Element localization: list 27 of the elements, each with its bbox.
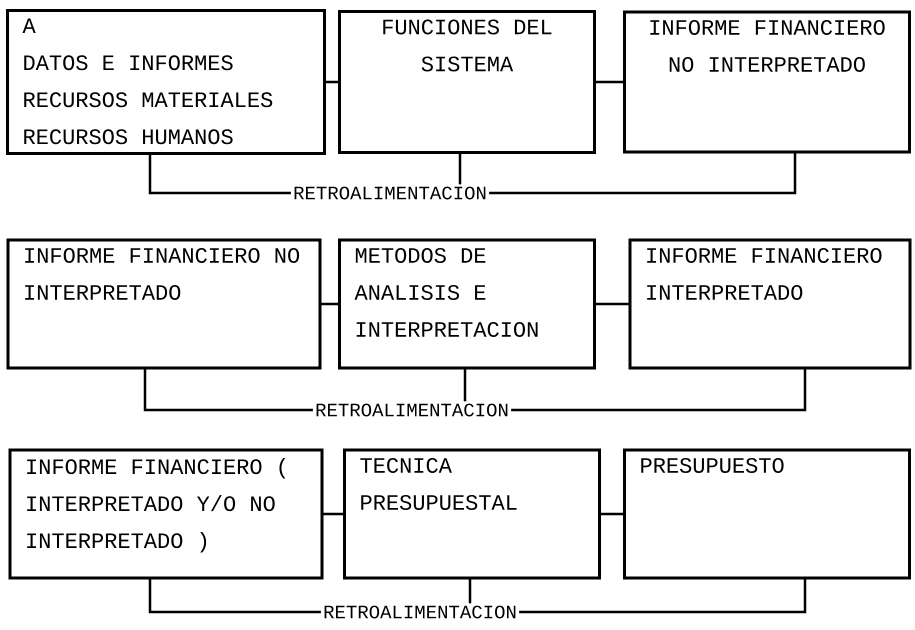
feedback-line [464, 370, 466, 402]
feedback-line [458, 154, 462, 184]
feedback-line [468, 580, 472, 604]
feedback-line [519, 580, 806, 614]
process-box: INFORME FINANCIERO ( INTERPRETADO Y/O NO INTERPRETADO ) [8, 448, 324, 580]
connector-line [596, 80, 623, 84]
feedback-line [144, 370, 313, 412]
process-box: A DATOS E INFORMES RECURSOS MATERIALES RECURSOS HUMANOS [6, 9, 326, 155]
process-box: INFORME FINANCIERO NO INTERPRETADO [6, 238, 322, 370]
connector-line [326, 80, 338, 84]
process-box: TECNICA PRESUPUESTAL [343, 448, 601, 580]
connector-line [322, 302, 338, 306]
feedback-label: RETROALIMENTACION [321, 604, 519, 620]
feedback-line [148, 155, 291, 194]
feedback-label: RETROALIMENTACION [291, 184, 489, 202]
process-box: PRESUPUESTO [623, 448, 911, 580]
connector-line [601, 512, 623, 516]
process-box: INFORME FINANCIERO INTERPRETADO [628, 238, 912, 370]
connector-line [596, 302, 628, 306]
process-box: METODOS DE ANALISIS E INTERPRETACION [338, 238, 596, 370]
process-box: INFORME FINANCIERO NO INTERPRETADO [623, 10, 911, 154]
connector-line [324, 512, 343, 516]
feedback-line [148, 580, 321, 614]
feedback-line [511, 370, 806, 412]
feedback-line [489, 154, 796, 194]
feedback-label: RETROALIMENTACION [313, 402, 511, 418]
process-box: FUNCIONES DEL SISTEMA [338, 10, 596, 154]
